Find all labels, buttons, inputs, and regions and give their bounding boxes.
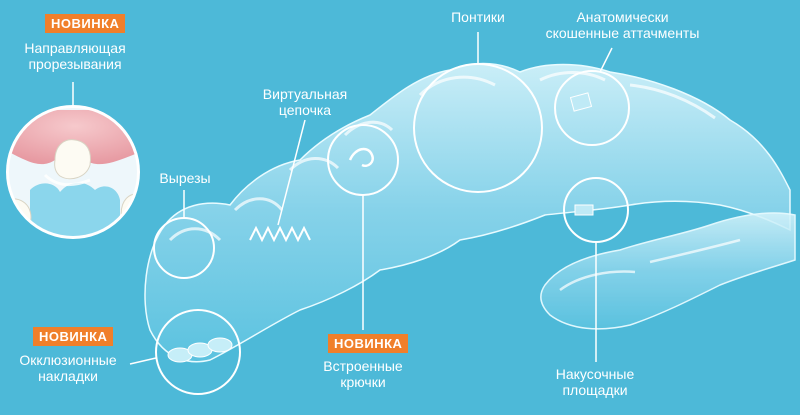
label-pontics: Понтики (428, 9, 528, 25)
aligner-front (144, 62, 791, 363)
label-cutouts-line1: Вырезы (159, 170, 211, 186)
label-beveled-attachments-line1: Анатомически (576, 9, 669, 25)
leader-lines (72, 32, 613, 365)
label-eruption-guide-line2: прорезывания (28, 56, 122, 72)
label-occlusal-pads: Окклюзионные накладки (8, 352, 128, 384)
attachment-lower (574, 204, 594, 216)
label-virtual-chain-line1: Виртуальная (262, 86, 348, 102)
attachment-upper (569, 92, 593, 112)
label-cutouts: Вырезы (150, 170, 220, 186)
label-beveled-attachments-line2: скошенные аттачменты (545, 25, 700, 41)
callout-attachments (554, 70, 630, 146)
label-builtin-hooks-line2: крючки (340, 374, 386, 390)
label-bite-ramps-line1: Накусочные (555, 366, 635, 382)
leader-attachments (599, 47, 613, 73)
aligner-back (540, 212, 796, 330)
callout-occlusal (155, 309, 241, 395)
leader-chain (277, 119, 306, 226)
label-eruption-guide-line1: Направляющая (24, 40, 126, 56)
label-bite-ramps-line2: площадки (562, 382, 628, 398)
label-beveled-attachments: Анатомически скошенные аттачменты (535, 9, 710, 41)
label-eruption-guide: Направляющая прорезывания (20, 40, 130, 72)
new-badge-eruption: НОВИНКА (45, 14, 126, 33)
label-virtual-chain: Виртуальная цепочка (245, 86, 365, 118)
label-virtual-chain-line2: цепочка (278, 102, 332, 118)
new-badge-hooks: НОВИНКА (328, 334, 409, 353)
label-occlusal-pads-line1: Окклюзионные (19, 352, 117, 368)
label-builtin-hooks-line1: Встроенные (323, 358, 403, 374)
eruption-guide-inset (6, 105, 140, 239)
virtual-chain-spring (249, 225, 311, 243)
label-bite-ramps: Накусочные площадки (545, 366, 645, 398)
label-builtin-hooks: Встроенные крючки (318, 358, 408, 390)
label-occlusal-pads-line2: накладки (38, 368, 98, 384)
occlusal-pad-bumps (167, 337, 233, 363)
builtin-hook (348, 147, 374, 167)
label-pontics-line1: Понтики (451, 9, 505, 25)
leader-occlusal (129, 357, 157, 365)
new-badge-occlusal: НОВИНКА (33, 327, 114, 346)
